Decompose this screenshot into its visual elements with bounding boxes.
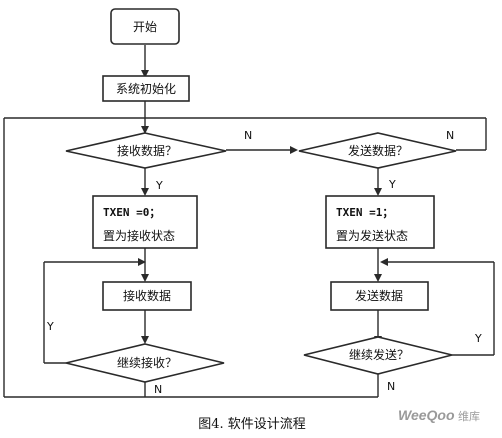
send-data-label: 发送数据: [355, 288, 403, 303]
start-node: 开始: [110, 8, 180, 45]
send-decision-label: 发送数据？: [348, 143, 408, 158]
send-mode-line1: TXEN =1；: [336, 206, 393, 219]
receive-data-label: 接收数据: [123, 288, 171, 303]
watermark-brand: WeeQoo: [398, 407, 455, 423]
send-data-node: 发送数据: [330, 281, 429, 311]
edge-label-continue-send-no: N: [387, 380, 395, 393]
continue-send-decision: 继续发送？: [303, 336, 453, 375]
continue-send-label: 继续发送？: [349, 347, 409, 362]
continue-receive-decision: 继续接收？: [65, 343, 225, 383]
start-label: 开始: [133, 20, 157, 34]
edge-label-continue-receive-no: N: [154, 383, 162, 396]
watermark: WeeQoo 维库: [398, 407, 480, 423]
edge-label-receive-yes: Y: [155, 179, 163, 192]
watermark-suffix: 维库: [458, 410, 480, 423]
receive-data-node: 接收数据: [102, 281, 192, 311]
receive-mode-line2: 置为接收状态: [103, 228, 175, 243]
edge-label-send-no: N: [446, 129, 454, 142]
send-mode-line2: 置为发送状态: [336, 228, 408, 243]
figure-caption: 图4. 软件设计流程: [198, 417, 306, 432]
receive-decision-label: 接收数据？: [117, 143, 177, 158]
init-node: 系统初始化: [102, 75, 190, 102]
edge-label-send-yes: Y: [388, 178, 396, 191]
edge-label-continue-receive-yes: Y: [46, 320, 54, 333]
receive-mode-line1: TXEN =0；: [103, 206, 160, 219]
send-decision: 发送数据？: [298, 132, 457, 169]
send-mode-node: TXEN =1； 置为发送状态: [325, 195, 435, 249]
connectors: [3, 45, 495, 398]
continue-receive-label: 继续接收？: [117, 355, 177, 370]
receive-decision: 接收数据？: [65, 132, 227, 169]
receive-mode-node: TXEN =0； 置为接收状态: [92, 195, 198, 249]
init-label: 系统初始化: [116, 82, 176, 96]
edge-label-receive-no: N: [244, 129, 252, 142]
edge-label-continue-send-yes: Y: [474, 332, 482, 345]
